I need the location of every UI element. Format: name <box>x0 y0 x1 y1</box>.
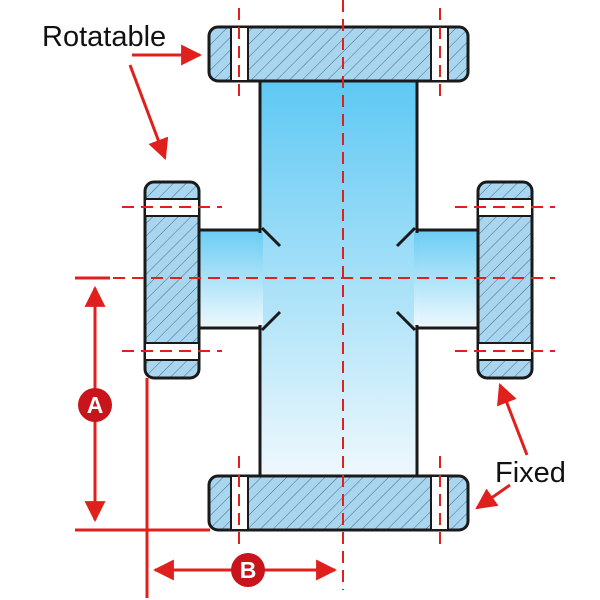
fixed-arrow-to-right-flange <box>497 383 529 456</box>
bottom-flange <box>207 474 470 532</box>
callout-arrows <box>128 44 529 510</box>
rotatable-arrow-to-left-flange <box>128 64 169 160</box>
fixed-label: Fixed <box>495 457 566 489</box>
top-flange <box>207 25 470 83</box>
center-lines <box>75 0 555 590</box>
rotatable-label: Rotatable <box>42 21 166 53</box>
vertical-tube-body <box>258 78 419 478</box>
dimension-a-label: A <box>87 392 104 418</box>
dimension-b-badge: B <box>231 553 265 587</box>
dimension-b-label: B <box>240 557 257 583</box>
left-flange <box>143 180 201 380</box>
right-flange <box>476 180 534 380</box>
weld-notches <box>260 226 417 332</box>
dimension-a-badge: A <box>78 388 112 422</box>
fixed-arrow-to-bottom-flange <box>475 483 511 510</box>
